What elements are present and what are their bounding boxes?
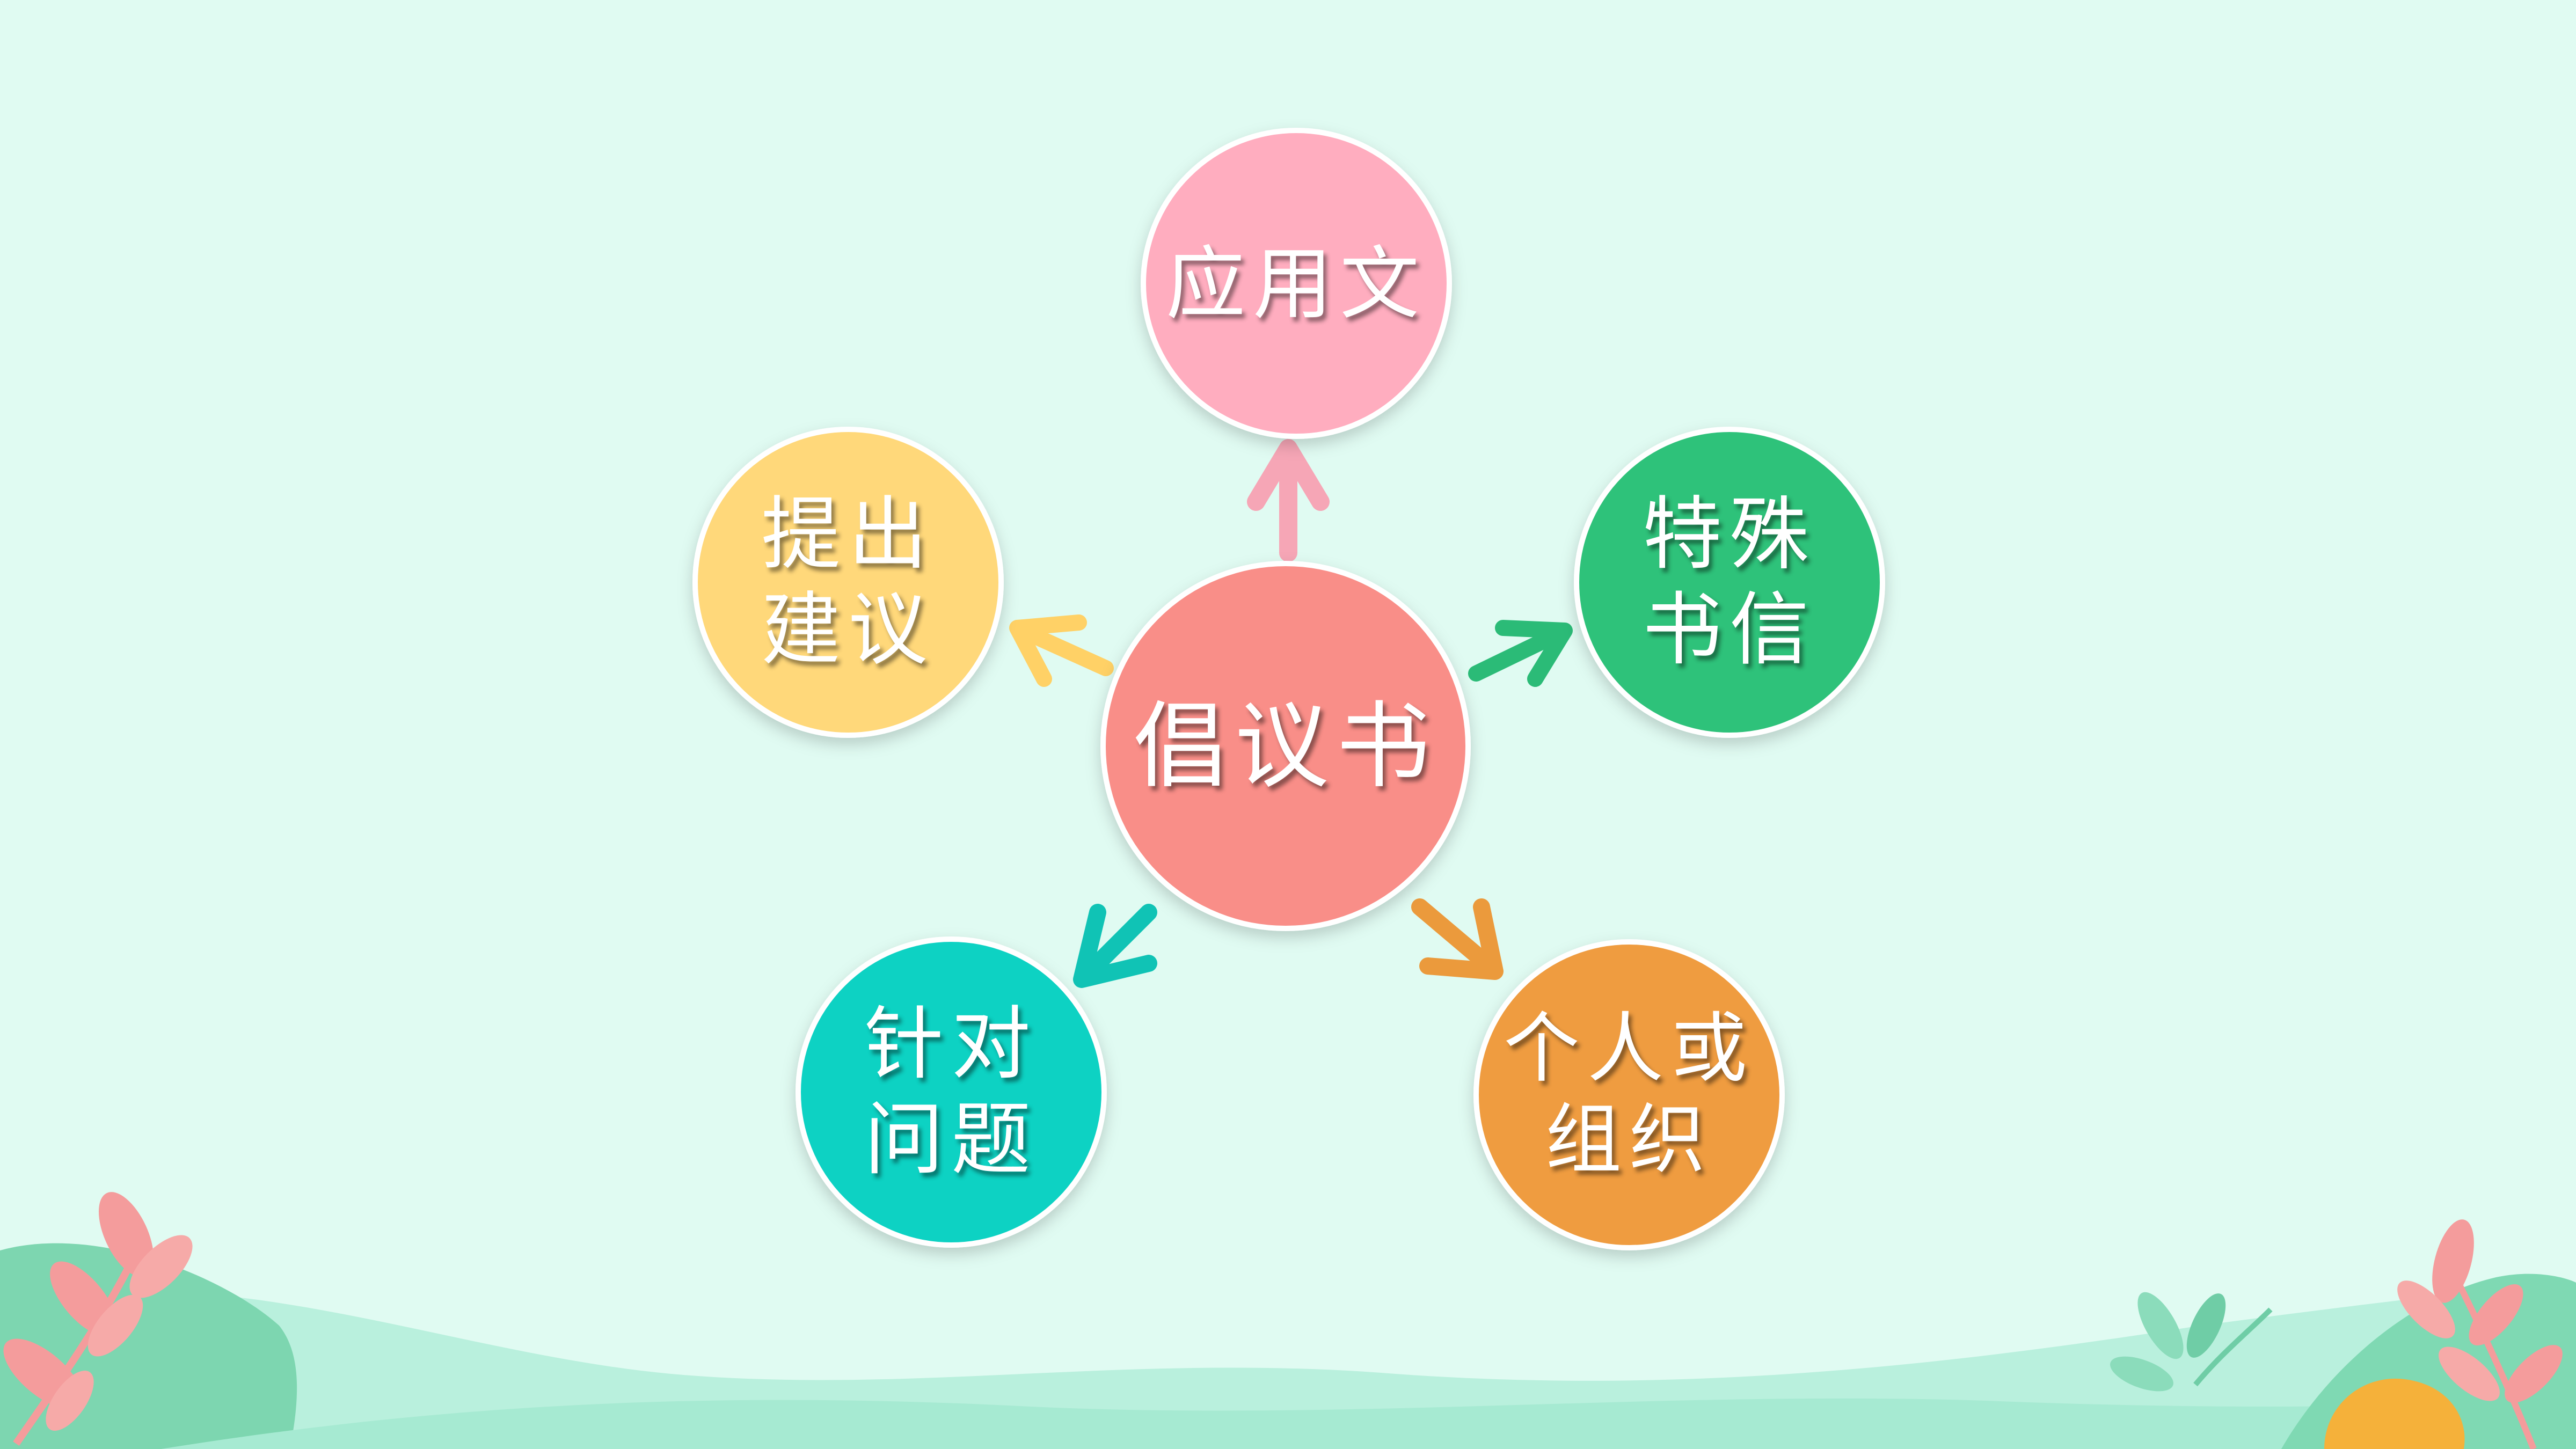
node-right-line-1: 特殊 <box>1643 488 1816 581</box>
leaf <box>87 1294 143 1357</box>
leaf <box>2137 1292 2184 1359</box>
node-bottom-left-label: 针对 问题 <box>864 997 1038 1187</box>
node-bottom-left-circle <box>796 936 1107 1248</box>
leaf <box>129 1235 193 1298</box>
arrows <box>1009 439 1573 988</box>
node-bottom-right-label: 个人或 组织 <box>1504 1004 1755 1187</box>
node-right-label: 特殊 书信 <box>1643 487 1816 677</box>
node-bottom-right-line-1: 个人或 <box>1504 1004 1755 1093</box>
node-right-line-2: 书信 <box>1643 583 1816 676</box>
orange-blob <box>2324 1378 2465 1449</box>
arrow-head <box>1009 614 1087 687</box>
leaf <box>50 1261 116 1336</box>
node-left-label: 提出 建议 <box>761 487 935 677</box>
leaf-decoration-left <box>3 1192 193 1446</box>
node-bottom-right-circle <box>1473 939 1785 1250</box>
leaf <box>2397 1280 2455 1338</box>
arrow-to-bottom-right <box>1411 898 1504 980</box>
node-top-line-1: 应用文 <box>1166 238 1427 331</box>
node-bottom-left-line-2: 问题 <box>864 1093 1038 1185</box>
arrow-head <box>1495 620 1573 687</box>
arrow-head <box>1419 898 1504 980</box>
arrow-head <box>1247 439 1330 511</box>
arrow-to-top <box>1247 439 1330 562</box>
center-label-text: 倡议书 <box>1133 692 1438 801</box>
node-left-circle <box>692 427 1004 738</box>
center-node-label: 倡议书 <box>1134 691 1438 803</box>
node-bottom-left-line-1: 针对 <box>864 998 1038 1091</box>
arrow-head <box>1073 904 1157 988</box>
arrow-to-right <box>1468 620 1573 687</box>
leaf <box>2505 1345 2563 1403</box>
node-right-circle <box>1574 427 1885 738</box>
node-top-label: 应用文 <box>1166 237 1427 332</box>
leaf <box>2110 1356 2173 1392</box>
center-node-circle <box>1100 561 1471 931</box>
nodes <box>692 128 1885 1250</box>
hill-front <box>161 1395 2576 1449</box>
branch-stem <box>2450 1270 2537 1449</box>
arrow-shaft <box>1411 898 1498 975</box>
node-left-line-2: 建议 <box>761 583 935 676</box>
node-left-line-1: 提出 <box>761 488 935 581</box>
arrow-to-left <box>1009 614 1114 687</box>
leaf <box>2469 1284 2523 1345</box>
leaf <box>98 1192 154 1277</box>
arrow-shaft <box>1078 904 1157 983</box>
node-top-circle <box>1141 128 1452 439</box>
leaf-decoration-right <box>2110 1219 2563 1449</box>
arrow-shaft <box>1468 625 1567 682</box>
leaf <box>2186 1293 2226 1358</box>
leaf <box>46 1371 94 1431</box>
arrow-shaft <box>1015 623 1114 676</box>
node-bottom-right-line-2: 组织 <box>1545 1096 1713 1184</box>
arrow-to-bottom-left <box>1073 904 1157 988</box>
leaf <box>2439 1346 2500 1401</box>
branch-stem <box>2193 1307 2273 1387</box>
leaf <box>2432 1219 2474 1303</box>
